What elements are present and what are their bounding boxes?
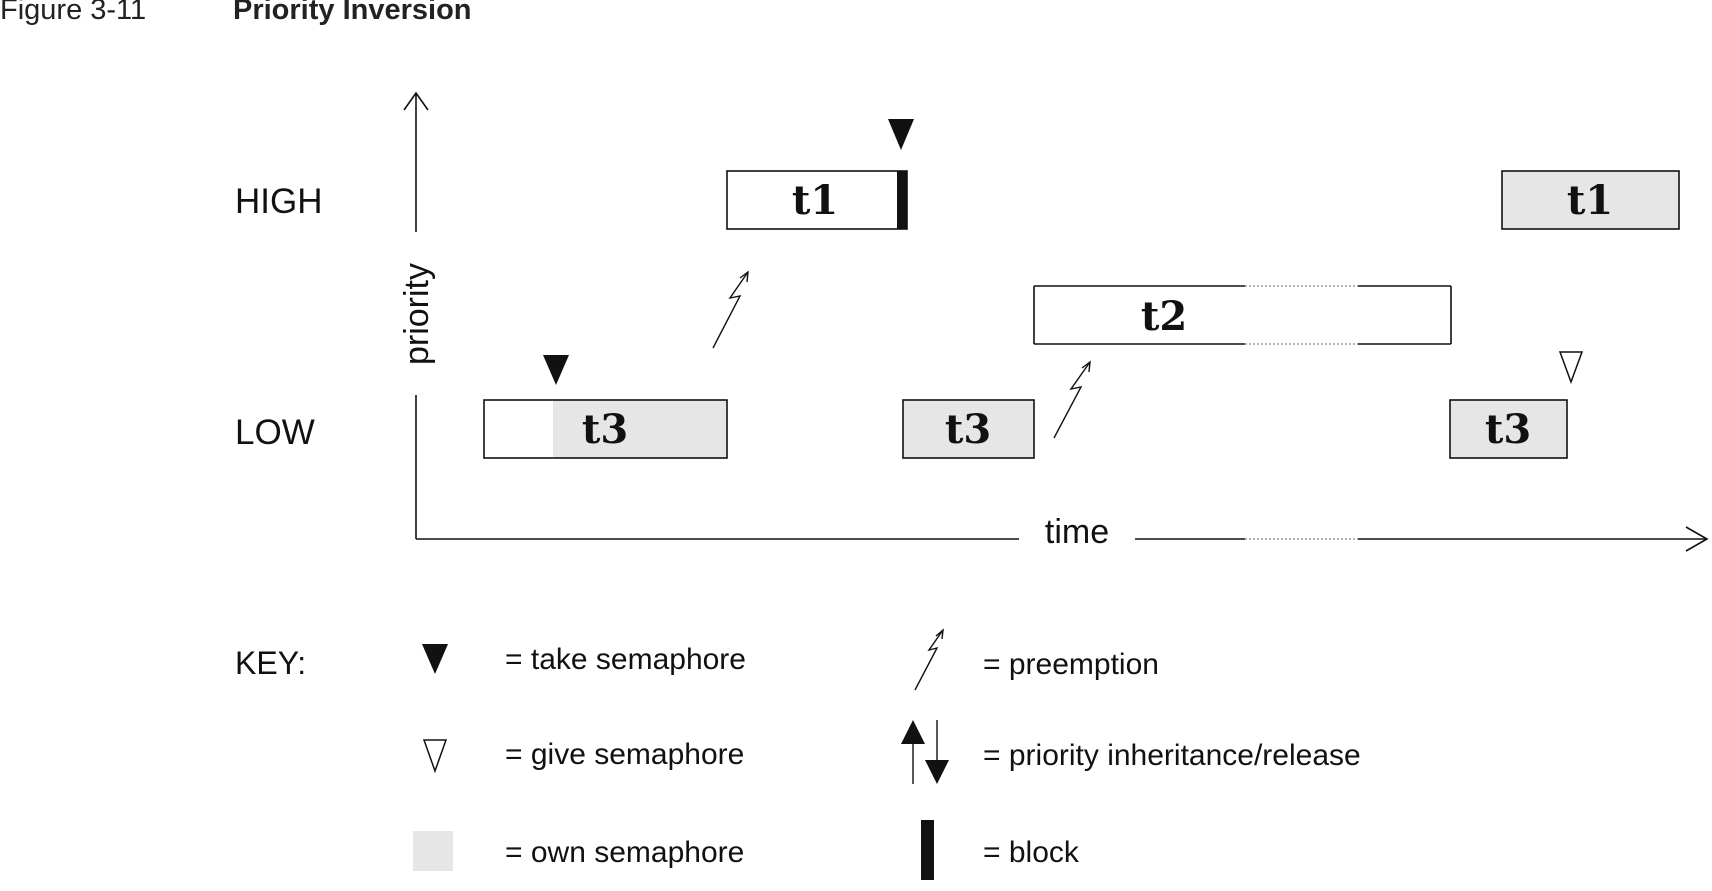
key-give-semaphore: = give semaphore xyxy=(505,738,744,771)
task-bar-t3-second xyxy=(902,399,1035,459)
take-semaphore-icon xyxy=(422,644,448,674)
preemption-arrowhead xyxy=(935,628,944,640)
take-semaphore-icon xyxy=(888,119,914,150)
task-label-t3-third: t3 xyxy=(1485,406,1531,453)
block-icon xyxy=(921,820,934,880)
task-bar-t3-first xyxy=(483,399,728,459)
block-icon xyxy=(897,171,907,229)
key-take-semaphore: = take semaphore xyxy=(505,643,746,676)
y-axis-arrowhead xyxy=(403,91,429,111)
task-bar-t1-second xyxy=(1501,170,1680,230)
x-axis-arrowhead xyxy=(1685,526,1709,552)
task-label-t2: t2 xyxy=(1141,293,1187,340)
task-bar-t2-fill xyxy=(1034,286,1451,344)
own-semaphore-swatch xyxy=(413,831,453,871)
take-semaphore-icon xyxy=(543,355,569,385)
task-label-t3-second: t3 xyxy=(945,406,991,453)
level-low-label: LOW xyxy=(235,413,315,452)
task-bar-t1-first xyxy=(726,170,908,230)
preemption-arrowhead xyxy=(739,270,749,283)
figure-title: Priority Inversion xyxy=(233,0,472,26)
key-block: = block xyxy=(983,836,1080,869)
t3-first-owned-part xyxy=(553,400,727,458)
figure-number: Figure 3-11 xyxy=(0,0,146,26)
task-label-t1-first: t1 xyxy=(792,177,838,224)
preemption-arrowhead xyxy=(1081,360,1091,373)
preemption-icon xyxy=(914,629,944,691)
preemption-icon xyxy=(712,271,749,349)
key-label: KEY: xyxy=(235,645,306,681)
task-label-t1-second: t1 xyxy=(1567,177,1613,224)
level-high-label: HIGH xyxy=(235,182,323,221)
key-priority-inheritance: = priority inheritance/release xyxy=(983,739,1361,772)
task-label-t3-first: t3 xyxy=(582,406,628,453)
task-bar-t3-third xyxy=(1449,399,1568,459)
key-own-semaphore: = own semaphore xyxy=(505,836,744,869)
key-preemption: = preemption xyxy=(983,648,1159,681)
priority-inheritance-icon xyxy=(901,720,949,784)
preemption-icon xyxy=(1053,361,1091,439)
x-axis-label: time xyxy=(1045,513,1109,551)
y-axis-label: priority xyxy=(398,263,436,365)
give-semaphore-icon xyxy=(1558,351,1584,385)
give-semaphore-icon xyxy=(422,739,448,774)
